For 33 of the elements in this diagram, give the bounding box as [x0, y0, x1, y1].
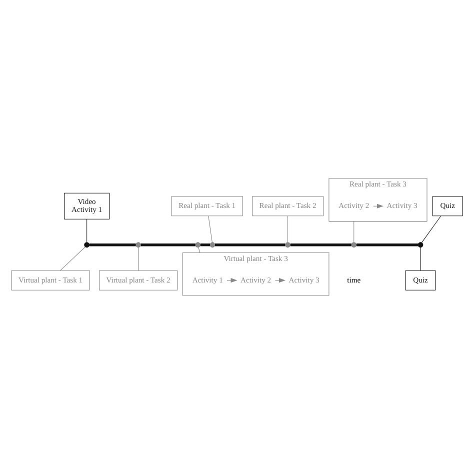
- connector: [356, 244, 418, 246]
- connector: [140, 244, 196, 246]
- connector: [290, 244, 352, 246]
- node-box: Virtual plant - Task 2: [99, 270, 178, 290]
- node-box: Real plant - Task 1: [171, 196, 243, 216]
- connector: [200, 244, 210, 246]
- node-circle: [136, 242, 141, 248]
- connector: [420, 247, 421, 271]
- connector: [421, 216, 442, 243]
- node-text: Activity 3: [288, 275, 320, 284]
- node-text: Activity 3: [386, 201, 418, 210]
- node-box: Virtual plant - Task 1: [11, 270, 90, 290]
- node-text: Activity 1: [192, 275, 223, 284]
- node-box: Real plant - Task 2: [252, 196, 324, 216]
- connector: [138, 247, 139, 271]
- node-circle: [418, 242, 424, 248]
- node-box: Quiz: [405, 270, 436, 290]
- connector: [208, 216, 212, 243]
- node-text: Activity 2: [240, 275, 272, 284]
- node-text: Activity 2: [338, 201, 370, 210]
- node-circle: [210, 242, 216, 248]
- node-box: Video Activity 1: [64, 192, 110, 220]
- connector: [86, 218, 88, 242]
- node-circle: [351, 242, 357, 248]
- node-circle: [285, 242, 290, 248]
- connector: [215, 244, 286, 246]
- connector: [60, 246, 86, 271]
- node-box: Quiz: [432, 196, 463, 216]
- label: time: [347, 275, 361, 284]
- connector: [198, 246, 200, 253]
- node-circle: [195, 242, 201, 248]
- node-circle: [84, 242, 90, 248]
- connector: [89, 244, 136, 246]
